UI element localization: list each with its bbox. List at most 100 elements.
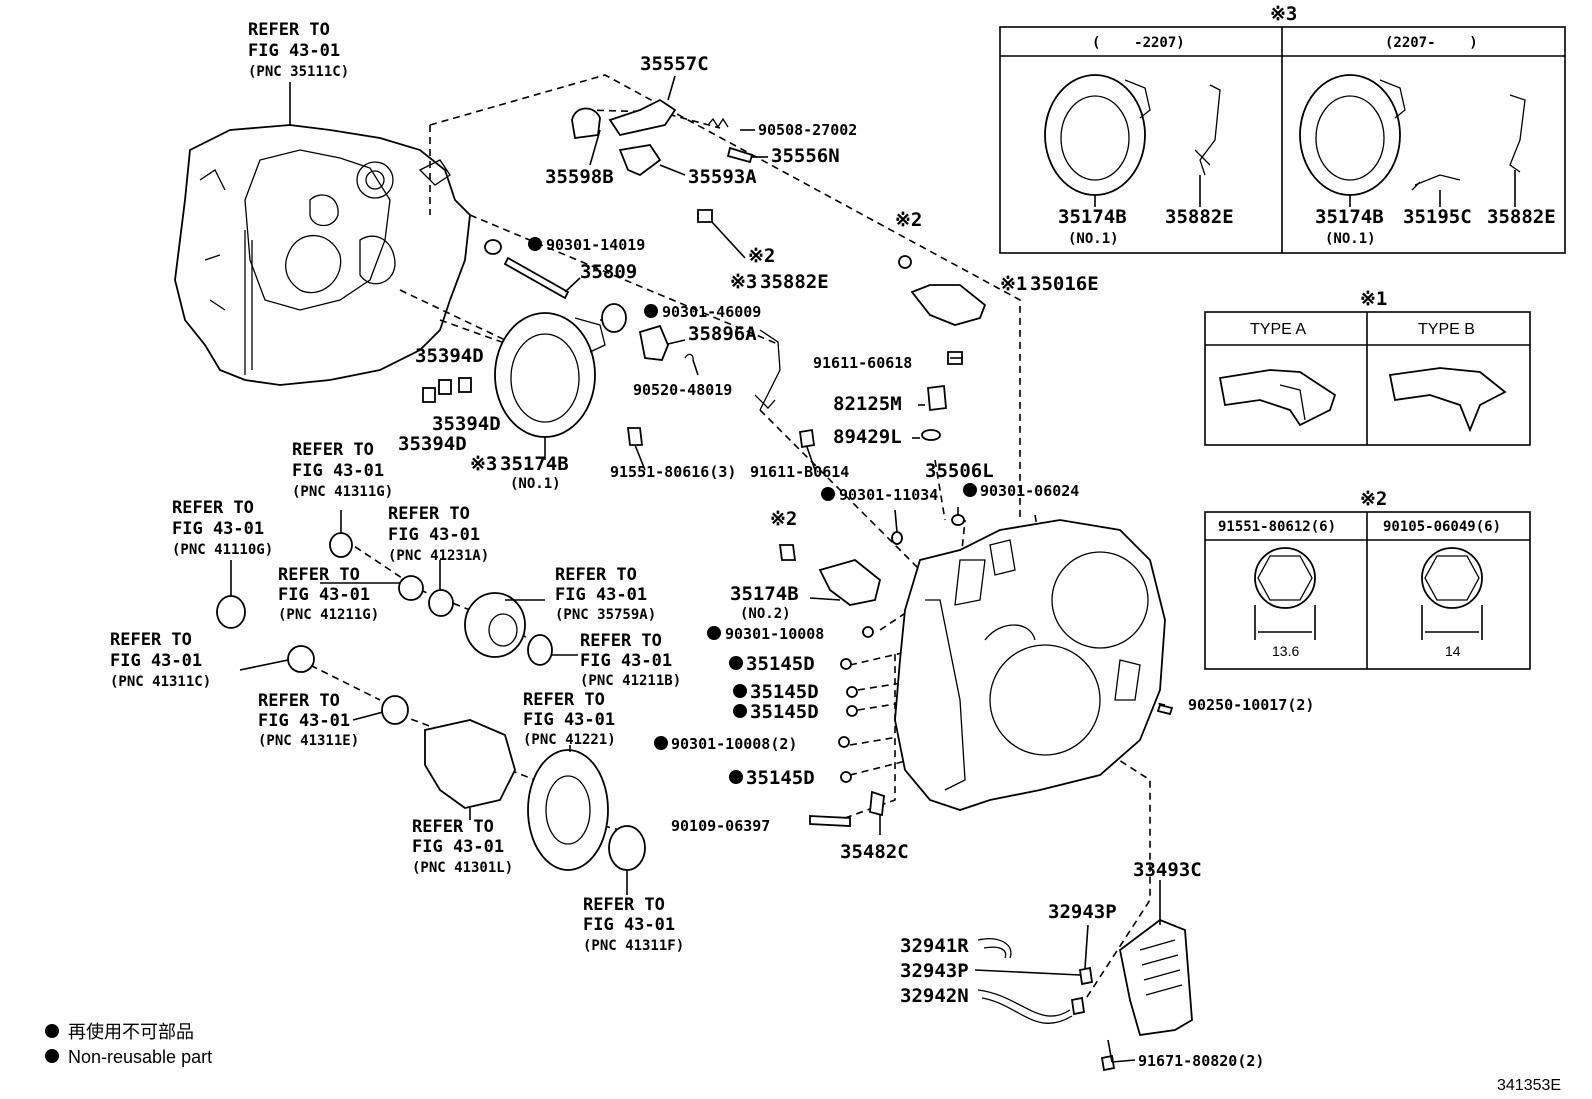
part-label: 82125M (833, 393, 902, 415)
note-mark: ※1 (1360, 288, 1387, 310)
part-label: 91611-60618 (813, 354, 912, 372)
callout-line: REFER TO (555, 565, 637, 585)
callout-line: REFER TO (110, 630, 192, 650)
callout-refer-41311f: REFER TO FIG 43-01 (PNC 41311F) (583, 895, 684, 954)
part-label: (NO.1) (510, 476, 561, 492)
non-reusable-dot-legend (45, 1024, 59, 1038)
leader-lines (230, 75, 1161, 1063)
callout-refer-35111c: REFER TO FIG 43-01 (PNC 35111C) (248, 20, 349, 80)
note-mark: ※3 (470, 453, 497, 475)
part-label: 35016E (1030, 273, 1099, 295)
part-label: (NO.1) (1068, 231, 1119, 247)
callout-refer-41301l: REFER TO FIG 43-01 (PNC 41301L) (412, 817, 513, 876)
note-mark: ※2 (1360, 488, 1387, 510)
note-mark: ※2 (770, 508, 797, 530)
callout-refer-41110g: REFER TO FIG 43-01 (PNC 41110G) (172, 498, 273, 558)
callout-line: FIG 43-01 (555, 585, 647, 605)
part-label: 89429L (833, 426, 902, 448)
component-drawings (216, 98, 1193, 1072)
part-label: 35482C (840, 841, 909, 863)
part-label: 91611-B0614 (750, 463, 849, 481)
part-label: 32941R (900, 935, 969, 957)
column-header: TYPE A (1250, 321, 1306, 338)
part-label: 35145D (746, 653, 815, 675)
callout-line: (PNC 41110G) (172, 542, 273, 558)
callout-line: (PNC 41311G) (292, 484, 393, 500)
non-reusable-dot (821, 487, 835, 501)
note-mark: ※2 (748, 245, 775, 267)
callout-line: FIG 43-01 (412, 837, 504, 857)
column-header: 90105-06049(6) (1383, 519, 1501, 535)
figure-id: 341353E (1497, 1077, 1561, 1094)
part-label: 35506L (925, 460, 994, 482)
column-header: (2207- ) (1385, 35, 1478, 51)
part-label: 35195C (1403, 206, 1472, 228)
callout-refer-41211g: REFER TO FIG 43-01 (PNC 41211G) (278, 565, 379, 623)
inset-box-note1: ※1 TYPE A TYPE B (1204, 288, 1531, 446)
part-label: 35557C (640, 53, 709, 75)
column-header: ( -2207) (1092, 35, 1185, 51)
part-label: (NO.1) (1325, 231, 1376, 247)
part-label: 35174B (1058, 206, 1127, 228)
callout-line: FIG 43-01 (523, 710, 615, 730)
part-label: 35556N (771, 145, 840, 167)
non-reusable-dot (729, 770, 743, 784)
callout-line: (PNC 41311F) (583, 938, 684, 954)
note-mark: ※1 (1000, 273, 1027, 295)
callout-line: (PNC 41301L) (412, 860, 513, 876)
part-label: 35145D (746, 767, 815, 789)
callout-line: REFER TO (292, 440, 374, 460)
part-label: 90508-27002 (758, 121, 857, 139)
part-label: 35882E (1487, 206, 1556, 228)
transaxle-housing (174, 124, 471, 386)
callout-line: (PNC 41231A) (388, 548, 489, 564)
callout-line: FIG 43-01 (110, 651, 202, 671)
callout-line: (PNC 41311C) (110, 674, 211, 690)
callout-line: FIG 43-01 (278, 585, 370, 605)
part-label: 35174B (1315, 206, 1384, 228)
callout-refer-41311g: REFER TO FIG 43-01 (PNC 41311G) (292, 440, 393, 500)
part-label: 32943P (1048, 901, 1117, 923)
callout-line: (PNC 41221) (523, 732, 616, 748)
note-mark: ※2 (895, 209, 922, 231)
part-label: 35882E (1165, 206, 1234, 228)
part-label: 91671-80820(2) (1138, 1052, 1264, 1070)
non-reusable-dot (654, 736, 668, 750)
part-label: 90301-11034 (839, 486, 938, 504)
part-label: 90250-10017(2) (1188, 696, 1314, 714)
callout-refer-41311c: REFER TO FIG 43-01 (PNC 41311C) (110, 630, 211, 690)
dimension-label: 13.6 (1272, 643, 1299, 659)
callout-line: REFER TO (258, 691, 340, 711)
callout-line: REFER TO (580, 631, 662, 651)
part-label: 33493C (1133, 859, 1202, 881)
non-reusable-dot (528, 237, 542, 251)
callout-line: (PNC 35759A) (555, 607, 656, 623)
part-label: 35598B (545, 166, 614, 188)
callout-refer-41221: REFER TO FIG 43-01 (PNC 41221) (523, 690, 616, 748)
column-header: TYPE B (1418, 321, 1475, 338)
part-label: 32943P (900, 960, 969, 982)
part-label: 35809 (580, 261, 637, 283)
part-label: 90301-14019 (546, 236, 645, 254)
callout-line: (PNC 41211G) (278, 607, 379, 623)
note-mark: ※3 (730, 271, 757, 293)
callout-line: REFER TO (172, 498, 254, 518)
callout-refer-41211b: REFER TO FIG 43-01 (PNC 41211B) (580, 631, 681, 689)
part-label: 35174B (500, 453, 569, 475)
part-label: 32942N (900, 985, 969, 1007)
non-reusable-dot (729, 656, 743, 670)
callout-line: FIG 43-01 (248, 41, 340, 61)
part-label: 35896A (688, 323, 757, 345)
callout-line: FIG 43-01 (583, 915, 675, 935)
callout-line: (PNC 41211B) (580, 673, 681, 689)
part-label: 35593A (688, 166, 757, 188)
part-label: (NO.2) (740, 606, 791, 622)
legend-japanese: 再使用不可部品 (68, 1022, 194, 1042)
callout-line: (PNC 41311E) (258, 733, 359, 749)
part-label: 90520-48019 (633, 381, 732, 399)
callout-line: FIG 43-01 (258, 711, 350, 731)
dimension-label: 14 (1445, 643, 1461, 659)
part-label: 90301-46009 (662, 303, 761, 321)
callout-line: REFER TO (388, 504, 470, 524)
